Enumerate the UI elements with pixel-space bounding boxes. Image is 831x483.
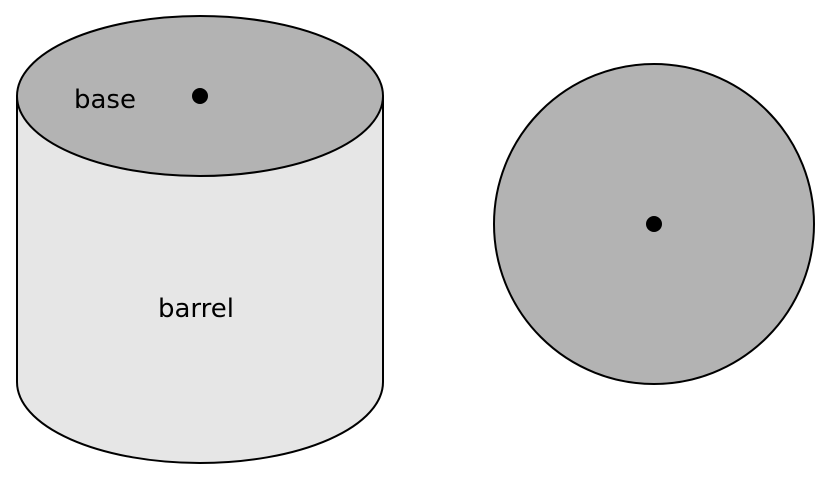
barrel-label: barrel [158, 294, 234, 324]
cylinder-barrel [16, 95, 384, 464]
cylinder-base-center-dot [192, 88, 208, 104]
circular-base-view [493, 63, 815, 385]
base-label: base [74, 85, 136, 115]
base-circle-center-dot [646, 216, 662, 232]
cylinder: base barrel [16, 15, 384, 464]
